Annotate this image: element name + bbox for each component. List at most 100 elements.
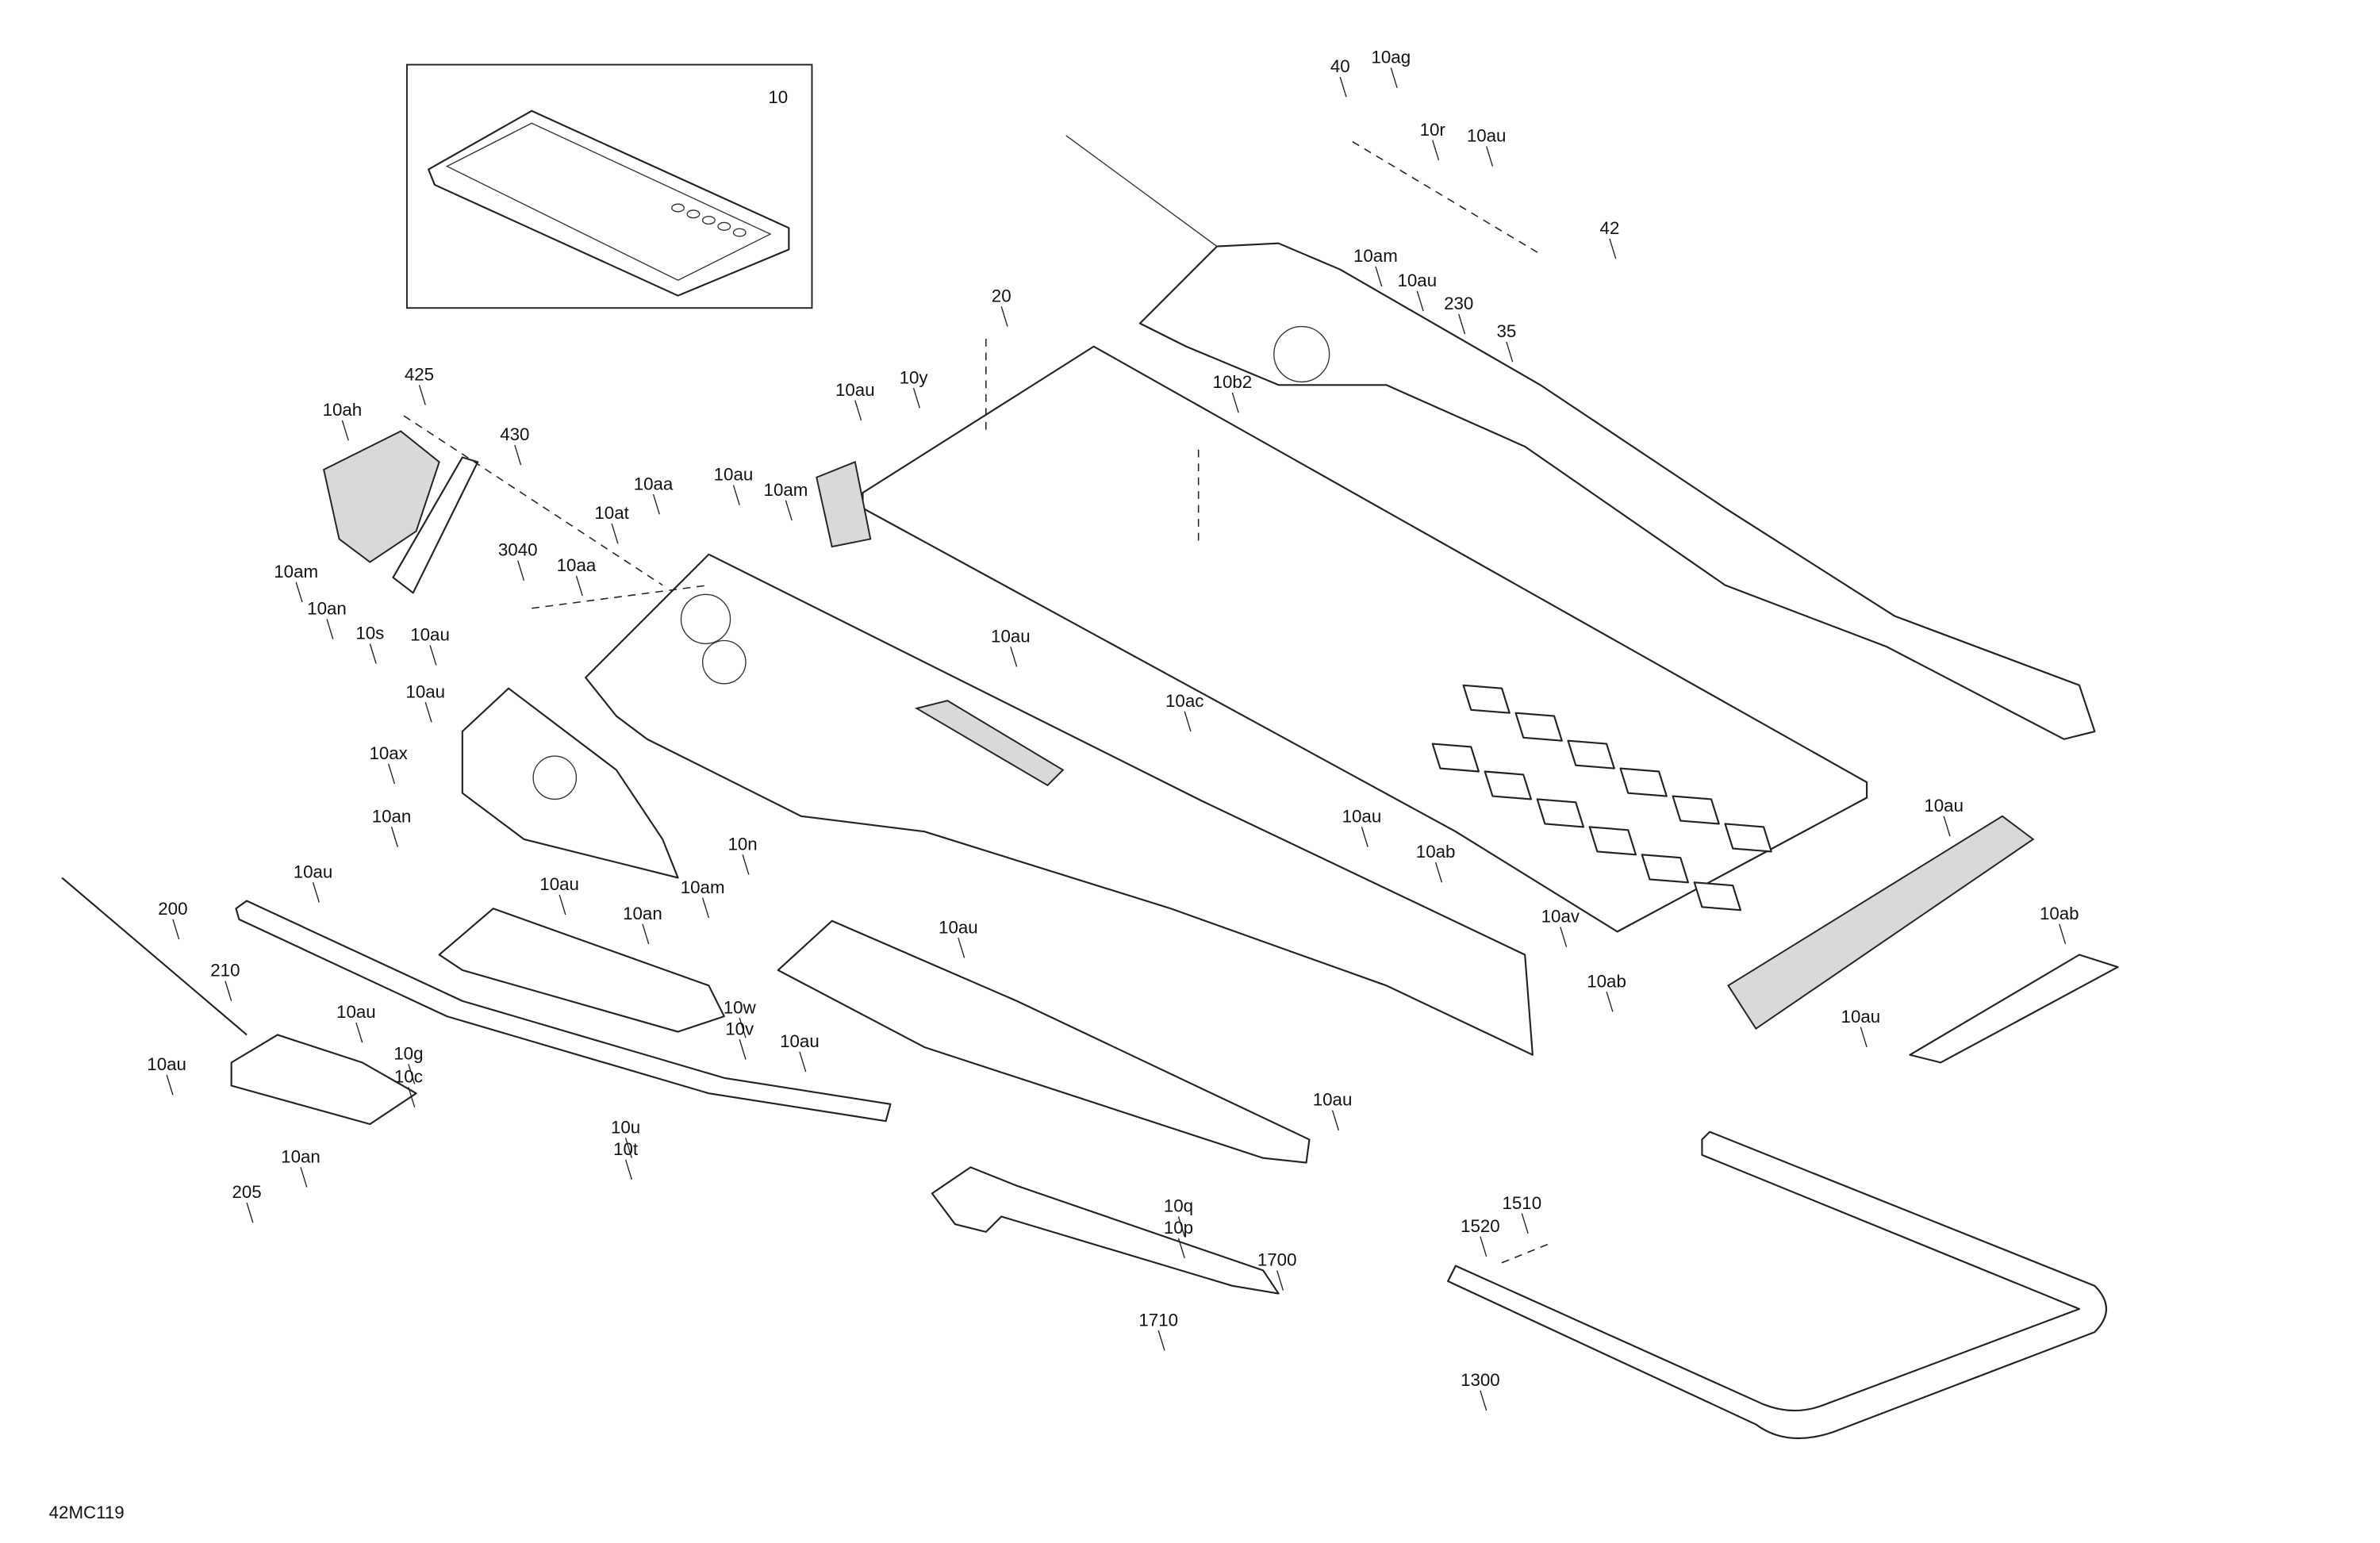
leader-line <box>1177 1238 1185 1259</box>
vent-slot <box>1672 795 1720 825</box>
leader-line <box>408 1064 416 1084</box>
callout-10au: 10au <box>1467 126 1507 146</box>
callout-35: 35 <box>1496 321 1516 341</box>
vent-slot <box>1536 798 1585 828</box>
arc-1700 <box>931 1166 1280 1295</box>
callout-10g: 10g <box>393 1043 423 1063</box>
leader-line <box>642 923 650 945</box>
leader-line <box>1480 1236 1488 1257</box>
callout-10am: 10am <box>764 480 808 500</box>
leader-line <box>624 1138 632 1158</box>
steering-rod-200 <box>61 877 248 1036</box>
callout-10au: 10au <box>780 1031 820 1051</box>
callout-10q: 10q <box>1164 1196 1193 1216</box>
leader-line <box>424 701 432 723</box>
left-rail-hole-2 <box>701 639 747 685</box>
callout-20: 20 <box>992 286 1012 305</box>
right-rod <box>1065 135 1218 248</box>
callout-10au: 10au <box>991 626 1031 646</box>
callout-10c: 10c <box>394 1067 423 1087</box>
frame-10q <box>777 919 1311 1164</box>
inset-vent <box>686 209 701 219</box>
leader-line <box>1375 266 1383 287</box>
callout-1710: 1710 <box>1138 1310 1178 1330</box>
leader-line <box>326 619 334 639</box>
inset-vent <box>671 203 685 213</box>
rear-bracket-10ab <box>1909 954 2119 1064</box>
leader-line <box>1486 146 1494 167</box>
leader-line <box>1184 711 1192 732</box>
front-cover-10am <box>816 461 872 548</box>
callout-10ax: 10ax <box>369 743 407 763</box>
callout-10ab: 10ab <box>1587 971 1626 991</box>
callout-10av: 10av <box>1541 907 1580 927</box>
inset-vent <box>701 216 716 225</box>
callout-10u: 10u <box>611 1118 640 1138</box>
leader-line <box>246 1202 254 1223</box>
assembly-line <box>1352 140 1541 255</box>
leader-line <box>300 1167 308 1188</box>
leader-line <box>912 387 920 409</box>
callout-210: 210 <box>210 961 240 981</box>
leader-line <box>1860 1027 1868 1048</box>
callout-40: 40 <box>1330 56 1350 76</box>
callout-10an: 10an <box>623 904 662 923</box>
leader-line <box>739 1039 747 1060</box>
leader-line <box>166 1074 174 1096</box>
leader-line <box>355 1022 363 1043</box>
side-plate-hole <box>532 755 578 800</box>
callout-10am: 10am <box>1353 246 1398 266</box>
vent-slot <box>1484 770 1533 800</box>
leader-line <box>295 582 303 603</box>
callout-1700: 1700 <box>1257 1250 1297 1270</box>
leader-line <box>559 894 566 915</box>
leader-line <box>408 1087 416 1107</box>
strut-10s <box>392 456 479 594</box>
callout-10au: 10au <box>1313 1090 1353 1110</box>
callout-10y: 10y <box>900 367 929 387</box>
leader-line <box>418 385 426 405</box>
callout-10au: 10au <box>1841 1007 1881 1027</box>
callout-10ab: 10ab <box>1416 842 1456 862</box>
slide-rail-10u <box>235 900 892 1123</box>
leader-line <box>1231 392 1239 413</box>
leader-line <box>1177 1216 1185 1237</box>
callout-10n: 10n <box>727 834 757 854</box>
callout-10aa: 10aa <box>634 474 674 493</box>
leader-line <box>739 1017 747 1038</box>
leader-line <box>1560 927 1568 947</box>
tunnel-plate <box>862 345 1868 933</box>
vent-slot <box>1567 739 1615 770</box>
callout-425: 425 <box>405 364 434 384</box>
vent-slot <box>1693 881 1742 912</box>
deck-vents <box>1431 684 1772 912</box>
leader-line <box>785 500 793 521</box>
callout-205: 205 <box>232 1182 261 1202</box>
left-rail-hole-1 <box>680 593 731 645</box>
callout-10ab: 10ab <box>2040 904 2079 923</box>
leader-line <box>341 420 349 441</box>
right-rail-bearing-hole <box>1273 325 1330 383</box>
callout-10ah: 10ah <box>323 400 363 420</box>
leader-line <box>2059 923 2067 945</box>
leader-line <box>225 981 232 1001</box>
callout-10aa: 10aa <box>557 555 597 575</box>
right-side-rail <box>1138 242 2096 740</box>
leader-line <box>1416 290 1424 312</box>
leader-line <box>624 1159 632 1180</box>
leader-line <box>1521 1213 1529 1234</box>
callout-10au: 10au <box>835 380 875 400</box>
leader-line <box>1506 341 1514 363</box>
inset-vent <box>717 221 731 231</box>
callout-10ag: 10ag <box>1371 48 1411 67</box>
vent-slot <box>1462 684 1511 714</box>
callout-10au: 10au <box>147 1054 186 1074</box>
leader-line <box>575 575 583 597</box>
steering-bracket-10g <box>230 1034 417 1126</box>
left-side-rail <box>585 553 1534 1056</box>
left-rail-louver <box>914 700 1065 787</box>
callout-10an: 10an <box>281 1147 321 1167</box>
leader-line <box>1390 67 1398 88</box>
leader-line <box>369 643 377 664</box>
